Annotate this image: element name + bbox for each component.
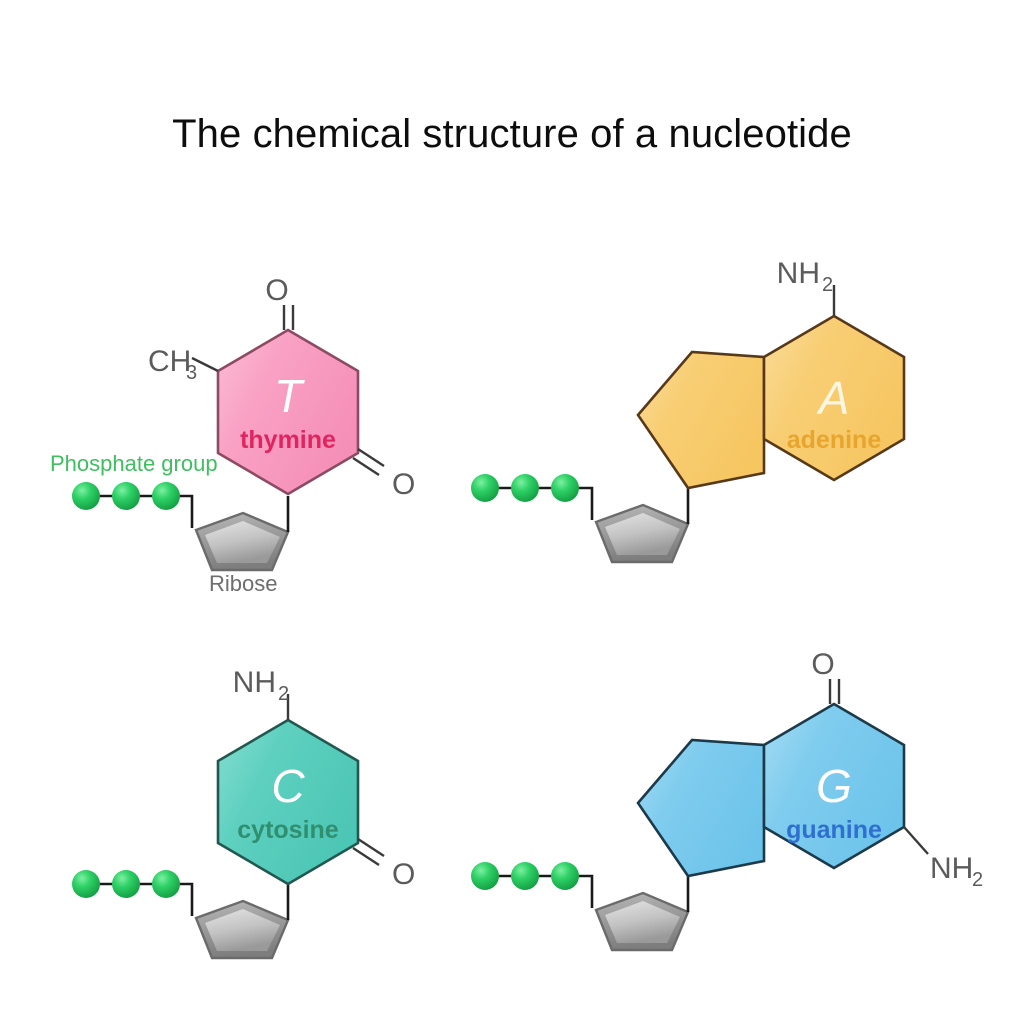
cytosine-hexagon	[216, 718, 360, 886]
guanine-name: guanine	[786, 816, 882, 844]
ribose-pentagon-inner	[205, 909, 280, 951]
amine-subscript: 2	[278, 683, 289, 705]
thymine-methyl-bond	[191, 356, 219, 373]
thymine-carbonyl2-bond-b	[352, 456, 380, 477]
phosphate-circle	[551, 474, 579, 502]
phosphate-circle	[511, 862, 539, 890]
cytosine-carbonyl-bond-b	[352, 846, 380, 867]
thymine-letter: T	[274, 370, 305, 422]
ribose-pentagon-inner	[205, 521, 280, 563]
phosphate-circle	[152, 870, 180, 898]
phosphate-circle	[152, 482, 180, 510]
phosphate-circle	[471, 474, 499, 502]
adenine-pentagon-ring	[636, 350, 766, 490]
cytosine-carbonyl-bond-a	[357, 837, 385, 858]
phosphate-circle	[72, 482, 100, 510]
nucleotide-adenine: NH 2 A adenine	[471, 257, 906, 564]
ribose-pentagon-inner	[605, 901, 680, 943]
nucleotide-cytosine: NH 2 O C cytosine	[72, 666, 415, 960]
phosphate-circle	[112, 482, 140, 510]
cytosine-letter: C	[271, 760, 305, 812]
ribose-label: Ribose	[209, 571, 277, 596]
guanine-letter: G	[816, 760, 852, 812]
amine-atom-label: NH	[233, 666, 276, 699]
adenine-hexagon-ring	[762, 314, 906, 482]
oxygen-atom-label: O	[265, 274, 288, 307]
methyl-atom-label: CH	[148, 345, 191, 378]
guanine-hexagon-ring	[762, 702, 906, 870]
phosphate-group-label: Phosphate group	[50, 451, 218, 476]
adenine-name: adenine	[787, 426, 882, 454]
page-title: The chemical structure of a nucleotide	[172, 112, 852, 156]
phosphate-circle	[112, 870, 140, 898]
oxygen-atom-label: O	[811, 648, 834, 681]
amine-atom-label: NH	[930, 852, 973, 885]
guanine-amine-bond	[903, 826, 929, 855]
guanine-pentagon-ring	[636, 738, 766, 878]
amine-atom-label: NH	[777, 257, 820, 290]
amine-subscript: 2	[822, 274, 833, 296]
phosphate-circle	[551, 862, 579, 890]
cytosine-name: cytosine	[237, 816, 339, 844]
nucleotide-guanine: O NH 2 G guanine	[471, 648, 983, 952]
oxygen-atom-label: O	[392, 858, 415, 891]
phosphate-circle	[72, 870, 100, 898]
nucleotide-thymine: Phosphate group Ribose O CH 3	[50, 274, 415, 596]
adenine-letter: A	[816, 372, 850, 424]
methyl-subscript: 3	[186, 362, 197, 384]
oxygen-atom-label: O	[392, 468, 415, 501]
phosphate-circle	[471, 862, 499, 890]
ribose-pentagon-inner	[605, 513, 680, 555]
amine-subscript: 2	[972, 869, 983, 891]
phosphate-circle	[511, 474, 539, 502]
thymine-name: thymine	[240, 426, 336, 454]
thymine-carbonyl2-bond-a	[357, 447, 385, 468]
